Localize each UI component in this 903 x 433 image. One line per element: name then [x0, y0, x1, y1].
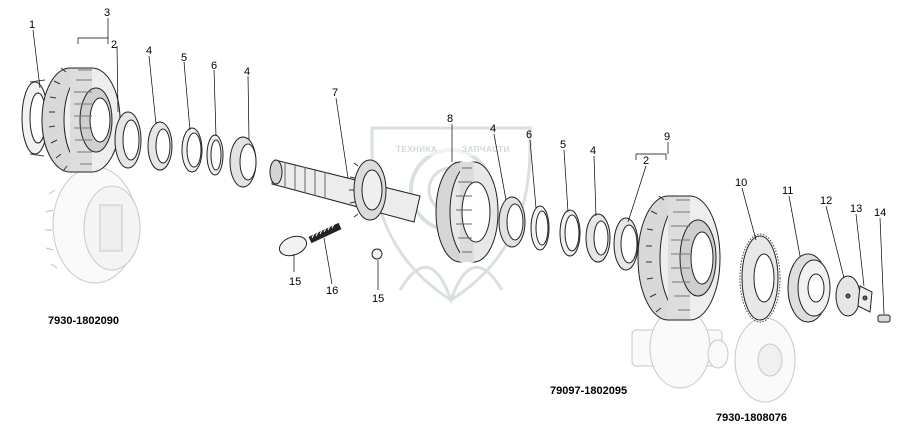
- thin-gear-disc: [739, 233, 781, 323]
- watermark-left-text: ТЕХНИКА: [396, 145, 437, 154]
- bearing-ring-2: [114, 111, 142, 169]
- callout-8: 8: [447, 113, 453, 125]
- callout-11: 11: [782, 185, 793, 197]
- callout-16: 16: [326, 285, 338, 297]
- shift-collar: [435, 161, 499, 263]
- snap-ring-6-left: [206, 134, 224, 176]
- callout-5-right: 5: [560, 139, 566, 151]
- callout-2-left: 2: [111, 39, 117, 51]
- lock-washer: [857, 285, 873, 313]
- detent-plate: [278, 235, 308, 257]
- callout-6-right: 6: [526, 129, 532, 141]
- bearing-4-right-a: [498, 196, 526, 248]
- bearing-4-left: [147, 121, 173, 171]
- assembly-code-gear-left: 7930-1802090: [48, 315, 119, 327]
- callout-4-a: 4: [146, 45, 152, 57]
- thrust-washer: [21, 79, 49, 157]
- callout-15-left: 15: [289, 276, 301, 288]
- callout-6-left: 6: [211, 60, 217, 72]
- helical-gear-left: [41, 67, 121, 173]
- callout-12: 12: [820, 195, 832, 207]
- callout-4-c: 4: [490, 123, 496, 135]
- snap-ring-5-right: [559, 209, 581, 257]
- callout-14: 14: [874, 207, 886, 219]
- helical-gear-right: [637, 195, 721, 321]
- callout-4-b: 4: [244, 66, 250, 78]
- ghost-shaft-79097-1802095: [631, 307, 729, 389]
- ghost-gear-7930-1808076: [734, 317, 796, 403]
- bearing-ring-2-right: [613, 217, 639, 271]
- callout-3: 3: [104, 7, 110, 19]
- assembly-code-gear-right: 7930-1808076: [716, 412, 787, 424]
- bolt: [877, 314, 891, 323]
- callout-labels: 1 2 3 4 5 6 4 7 8 4 6 5 4 2 9 10 11 12 1…: [29, 7, 886, 305]
- cover-plate: [835, 275, 861, 317]
- callout-7: 7: [332, 87, 338, 99]
- splined-shaft: [269, 159, 421, 223]
- callout-15-right: 15: [372, 293, 384, 305]
- callout-9: 9: [664, 131, 670, 143]
- bearing-4-mid: [229, 136, 257, 188]
- leader-lines: [32, 18, 885, 315]
- callout-10: 10: [735, 177, 747, 189]
- detent-spring: [308, 221, 342, 244]
- ball-bearing: [787, 253, 831, 323]
- snap-ring-5-left: [181, 127, 203, 173]
- assembly-code-labels: 7930-1802090 79097-1802095 7930-1808076: [48, 315, 787, 424]
- callout-5-left: 5: [181, 52, 187, 64]
- snap-ring-6-right: [530, 205, 550, 251]
- callout-4-d: 4: [590, 145, 596, 157]
- callout-2-right: 2: [643, 155, 649, 167]
- bearing-4-right-b: [585, 213, 611, 263]
- ghost-gear-7930-1802090: [45, 166, 141, 284]
- detent-ball: [371, 248, 383, 260]
- callout-1: 1: [29, 19, 35, 31]
- watermark-right-text: ЗАПЧАСТИ: [462, 145, 510, 154]
- callout-13: 13: [850, 203, 862, 215]
- assembly-code-shaft: 79097-1802095: [550, 385, 627, 397]
